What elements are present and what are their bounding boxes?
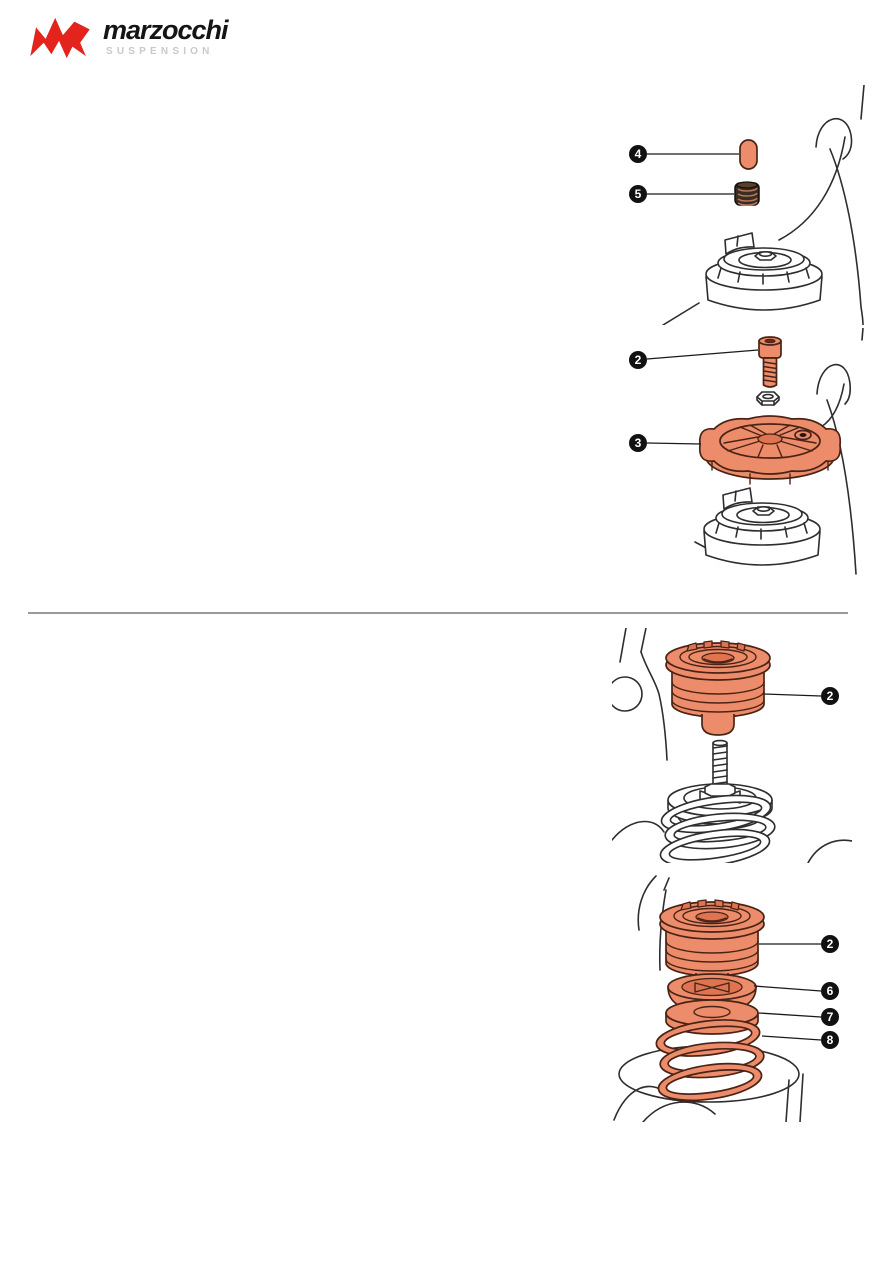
detent-spring-part (734, 181, 760, 206)
callout-badge (629, 185, 647, 203)
callout-8: 8 (761, 1031, 839, 1049)
callout-2: 2 (763, 687, 839, 705)
callout-6: 6 (753, 982, 839, 1000)
callout-badge (629, 145, 647, 163)
callout-number: 8 (827, 1033, 834, 1047)
callout-number: 5 (635, 187, 642, 201)
callout-badge (821, 1031, 839, 1049)
callout-5: 5 (629, 185, 734, 203)
callout-4: 4 (629, 145, 739, 163)
fork-backdrop (662, 85, 865, 325)
callout-number: 7 (827, 1010, 834, 1024)
logo-brand: marzocchi (103, 15, 229, 45)
figure-cap-assembly: 2 (612, 628, 852, 863)
marzocchi-logo: marzocchi SUSPENSION (26, 14, 229, 60)
figure-screw-knob: 2 3 (629, 328, 864, 575)
callout-number: 2 (635, 353, 642, 367)
figure-cap-exploded: 2 6 7 8 (613, 875, 839, 1122)
callout-number: 4 (635, 147, 642, 161)
callout-number: 3 (635, 436, 642, 450)
leader-line (753, 985, 822, 992)
logo-subtitle: SUSPENSION (106, 46, 214, 57)
callout-number: 2 (827, 689, 834, 703)
logo-text: marzocchi SUSPENSION (103, 15, 229, 57)
callout-badge (821, 1008, 839, 1026)
pin-part (739, 139, 758, 170)
cam-cap-part (705, 232, 823, 311)
callout-number: 2 (827, 937, 834, 951)
cartridge-cap-part (665, 640, 771, 736)
section-divider (28, 612, 848, 614)
callout-7: 7 (758, 1008, 839, 1026)
screw-part (758, 336, 782, 388)
callout-badge (821, 982, 839, 1000)
cam-cap-part (703, 487, 821, 566)
callout-2: 2 (759, 935, 839, 953)
callout-2: 2 (629, 349, 759, 369)
marzocchi-m-icon (30, 17, 90, 59)
figure-pin-spring: 4 5 (629, 85, 865, 325)
leader-line (763, 693, 822, 697)
callout-badge (821, 687, 839, 705)
leader-line (646, 442, 702, 445)
adjuster-knob-part (698, 415, 842, 485)
nut-part (756, 391, 780, 406)
fork-backdrop (612, 628, 852, 863)
callout-badge (629, 434, 647, 452)
callout-3: 3 (629, 434, 702, 452)
orange-spring-part (655, 1019, 765, 1102)
callout-badge (821, 935, 839, 953)
leader-line (758, 1012, 822, 1018)
leader-line (761, 1035, 822, 1041)
callout-badge (629, 351, 647, 369)
callout-number: 6 (827, 984, 834, 998)
leader-line (646, 349, 759, 360)
coil-spring-part (659, 794, 776, 863)
